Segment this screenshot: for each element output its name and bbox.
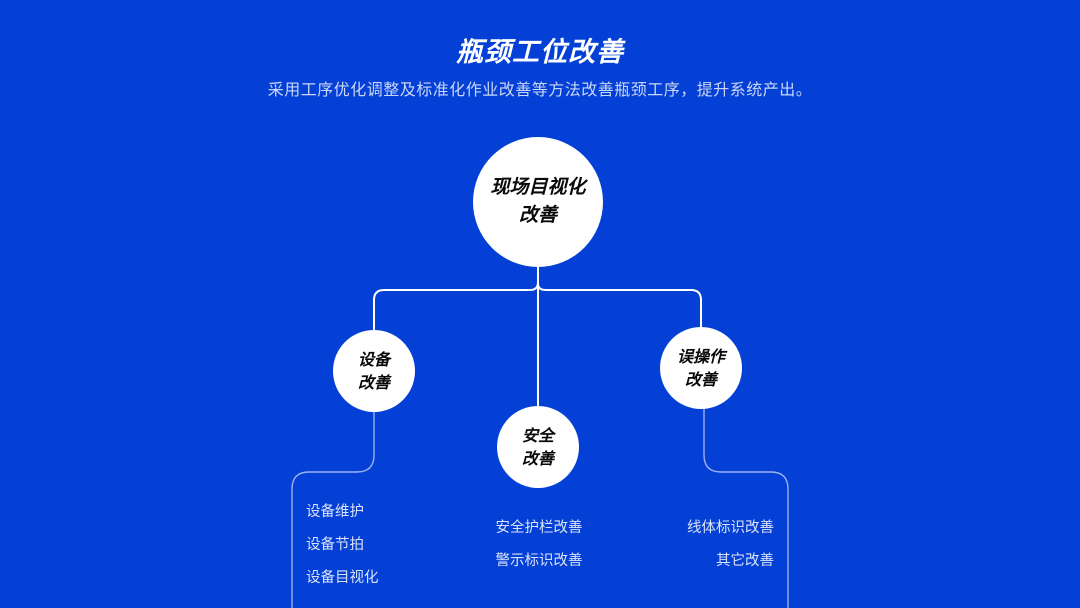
outline-right [703, 409, 789, 608]
connector-left [373, 281, 539, 330]
child-node-misoperation: 误操作 改善 [660, 327, 742, 409]
safety-node-label-line1: 安全 [521, 425, 554, 445]
root-node-label-line1: 现场目视化 [490, 176, 586, 199]
page-title: 瓶颈工位改善 [456, 37, 624, 68]
outline-left [291, 412, 375, 608]
equipment-item: 设备节拍 [306, 537, 364, 553]
child-node-equipment: 设备 改善 [333, 330, 415, 412]
root-node-label-line2: 改善 [518, 204, 557, 226]
misoperation-node-label-line1: 误操作 [676, 346, 725, 366]
equipment-node-label-line2: 改善 [357, 373, 390, 392]
misoperation-item: 其它改善 [716, 553, 774, 569]
equipment-item: 设备维护 [306, 504, 364, 520]
safety-item: 安全护栏改善 [495, 520, 583, 536]
misoperation-item: 线体标识改善 [687, 520, 774, 536]
misoperation-node-label-line2: 改善 [684, 370, 717, 389]
connector-right [537, 283, 702, 327]
child-node-safety: 安全 改善 [497, 406, 579, 488]
page-subtitle: 采用工序优化调整及标准化作业改善等方法改善瓶颈工序，提升系统产出。 [267, 80, 813, 99]
root-node-visual-management: 现场目视化 改善 [473, 137, 603, 267]
equipment-node-label-line1: 设备 [357, 349, 390, 369]
safety-node-label-line2: 改善 [521, 449, 554, 468]
equipment-item: 设备目视化 [306, 570, 379, 586]
safety-item: 警示标识改善 [495, 553, 583, 569]
